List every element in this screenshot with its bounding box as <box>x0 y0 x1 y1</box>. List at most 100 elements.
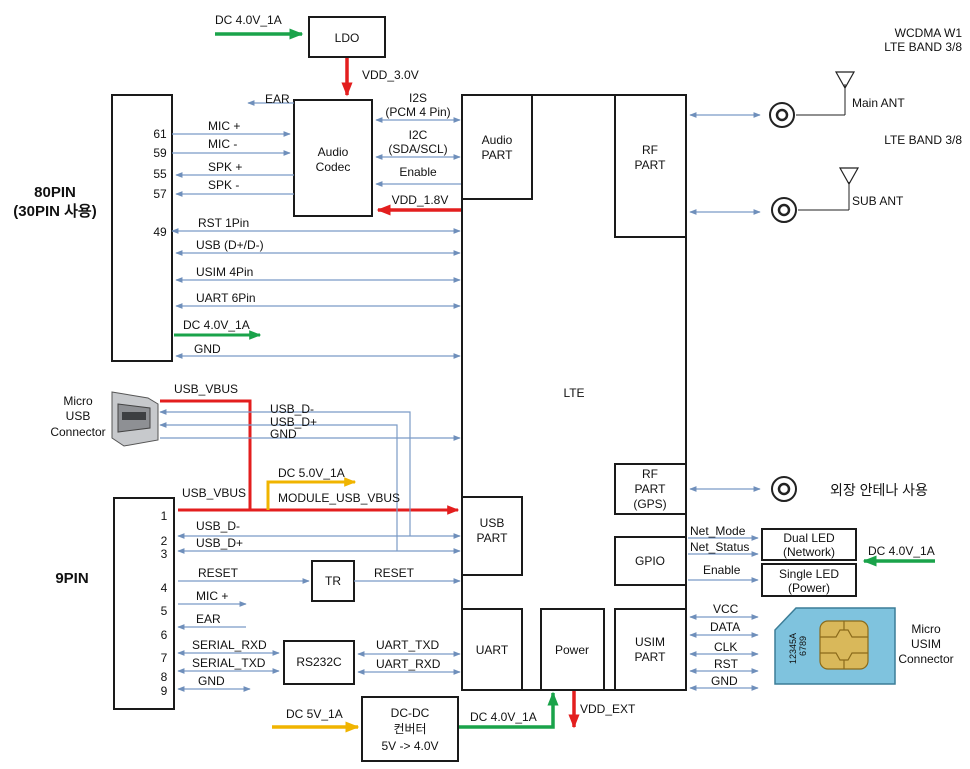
usb-part-label-1: USB <box>480 516 505 530</box>
rs232c-label: RS232C <box>296 655 342 669</box>
usb-dm-path <box>159 409 411 536</box>
uart-rxd-label: UART_RXD <box>376 657 441 671</box>
gps-ant-connector-icon <box>771 476 797 502</box>
gnd-80pin-label: GND <box>194 342 221 356</box>
rf-part-label-1: RF <box>642 143 658 157</box>
dual-led-label-1: Dual LED <box>783 531 835 545</box>
audio-part-label-1: Audio <box>482 133 513 147</box>
gpio-label: GPIO <box>635 554 665 568</box>
mic-plus-label: MIC + <box>208 119 240 133</box>
single-led-label-2: (Power) <box>788 581 830 595</box>
power-part-label: Power <box>555 643 589 657</box>
connector-80pin-title: 80PIN <box>34 184 76 201</box>
serial-txd-label: SERIAL_TXD <box>192 656 266 670</box>
tr-box <box>311 560 355 602</box>
dcdc-box <box>361 696 459 762</box>
dc4-green-path <box>459 691 559 729</box>
wcdma-band-label: WCDMA W1 <box>895 26 963 40</box>
usim-part-label-1: USIM <box>635 635 665 649</box>
pin9-6: 6 <box>161 628 168 642</box>
micro-usb-connector-icon <box>111 391 159 447</box>
pin-49: 49 <box>153 225 167 239</box>
vdd18-label: VDD_1.8V <box>392 193 449 207</box>
pin9-5: 5 <box>161 604 168 618</box>
vdd30-label: VDD_3.0V <box>362 68 419 82</box>
usb-dp-9pin-label: USB_D+ <box>196 536 243 550</box>
sub-ant-connector-icon <box>771 197 797 223</box>
lte-label: LTE <box>563 386 584 400</box>
rf-part <box>614 94 687 238</box>
ldo-label: LDO <box>335 31 360 45</box>
clk-label: CLK <box>714 640 737 654</box>
micro-usb-label-3: Connector <box>50 425 105 439</box>
usb-part-label-2: PART <box>477 531 509 545</box>
ldo-box <box>308 16 386 58</box>
audio-part-label-2: PART <box>482 148 514 162</box>
pin-59: 59 <box>153 146 167 160</box>
spk-minus-label: SPK - <box>208 178 239 192</box>
micro-usim-label-1: Micro <box>911 622 941 636</box>
i2c-sub-label: (SDA/SCL) <box>388 142 447 156</box>
uart-part-label: UART <box>476 643 509 657</box>
usb-dp-path <box>159 422 398 551</box>
reset-9pin-label: RESET <box>198 566 239 580</box>
pin9-3: 3 <box>161 547 168 561</box>
i2c-label: I2C <box>409 128 428 142</box>
uart-txd-label: UART_TXD <box>376 638 439 652</box>
dual-led-box <box>761 528 857 561</box>
rst-usim-label: RST <box>714 657 739 671</box>
usb-gnd-label: GND <box>270 427 297 441</box>
single-led-label-1: Single LED <box>779 567 839 581</box>
dual-led-label-2: (Network) <box>783 545 835 559</box>
pin9-9: 9 <box>161 684 168 698</box>
i2s-sub-label: (PCM 4 Pin) <box>385 105 450 119</box>
vdd-ext-label: VDD_EXT <box>580 702 636 716</box>
usb-vbus-mid-label: USB_VBUS <box>182 486 246 500</box>
connector-80pin-subtitle: (30PIN 사용) <box>13 203 96 220</box>
pin9-4: 4 <box>161 581 168 595</box>
pin9-2: 2 <box>161 534 168 548</box>
serial-rxd-label: SERIAL_RXD <box>192 638 267 652</box>
sub-antenna-icon <box>838 167 860 186</box>
connector-9pin <box>113 497 175 710</box>
gpio-part <box>614 536 687 586</box>
rf-gps-part <box>614 463 687 515</box>
dc5-label: DC 5.0V_1A <box>278 466 345 480</box>
enable-label: Enable <box>399 165 437 179</box>
sub-ant-label: SUB ANT <box>852 194 904 208</box>
usb-vbus-top-label: USB_VBUS <box>174 382 238 396</box>
ear-9pin-label: EAR <box>196 612 221 626</box>
dc4-bottom-label: DC 4.0V_1A <box>470 710 537 724</box>
micro-usb-label-2: USB <box>66 409 91 423</box>
uart-part <box>461 608 523 691</box>
power-part <box>540 608 605 691</box>
dc5-yellow-path <box>266 477 357 510</box>
pin-61: 61 <box>153 127 167 141</box>
micro-usb-label-1: Micro <box>63 394 93 408</box>
mic-minus-label: MIC - <box>208 137 237 151</box>
micro-usim-label-3: Connector <box>898 652 953 666</box>
data-label: DATA <box>710 620 740 634</box>
connector-9pin-title: 9PIN <box>55 570 88 587</box>
dc5v-label: DC 5V_1A <box>286 707 343 721</box>
sim-card-text-2: 6789 <box>798 636 808 656</box>
audio-codec-label-1: Audio <box>318 145 349 159</box>
mic-9pin-label: MIC + <box>196 589 228 603</box>
audio-codec-box <box>293 99 373 217</box>
usim-part <box>614 608 687 691</box>
sim-card-icon: 12345A 6789 <box>774 607 896 685</box>
usb-dm-9pin-label: USB_D- <box>196 519 240 533</box>
usim-part-label-2: PART <box>635 650 667 664</box>
connector-80pin <box>111 94 173 362</box>
pin-57: 57 <box>153 187 167 201</box>
audio-part <box>461 94 533 200</box>
main-ant-label: Main ANT <box>852 96 905 110</box>
usb-vbus-red-path <box>160 399 460 515</box>
reset-tr-label: RESET <box>374 566 415 580</box>
net-mode-label: Net_Mode <box>690 524 746 538</box>
tr-label: TR <box>325 574 341 588</box>
gnd-9pin-label: GND <box>198 674 225 688</box>
pin9-7: 7 <box>161 651 168 665</box>
rst-label: RST 1Pin <box>198 216 249 230</box>
